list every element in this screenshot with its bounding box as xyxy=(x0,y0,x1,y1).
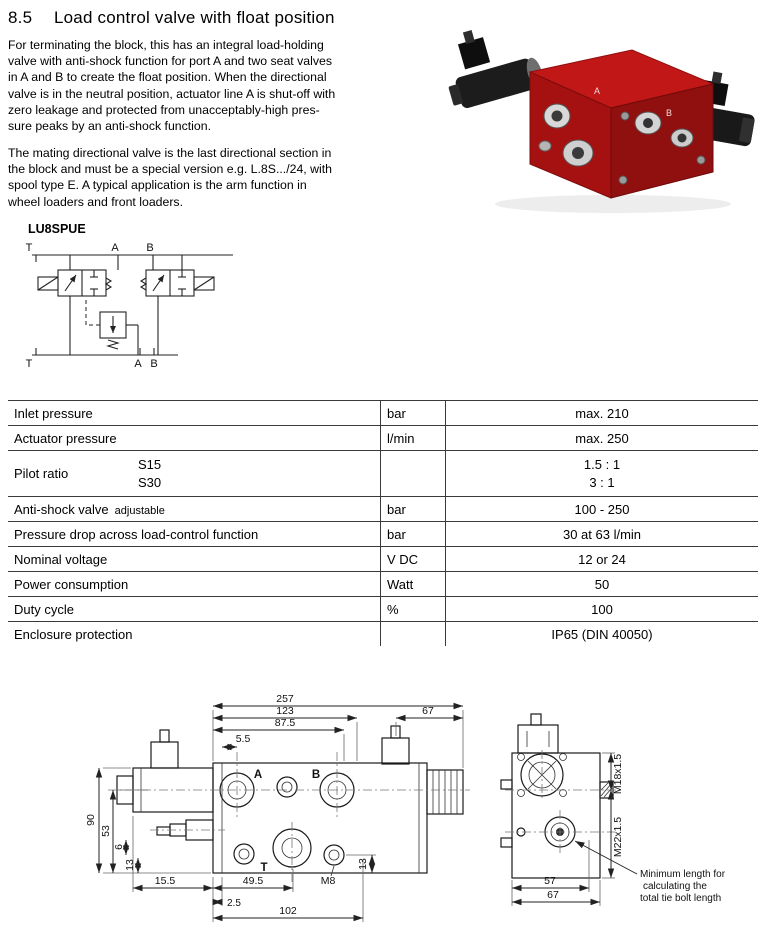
front-view-centerlines xyxy=(108,752,470,882)
spec-row-inlet-pressure: Inlet pressure bar max. 210 xyxy=(8,400,758,426)
side-view-detail xyxy=(517,731,613,842)
spec-value-s30: 3 : 1 xyxy=(589,475,615,490)
spec-row-actuator-pressure: Actuator pressure l/min max. 250 xyxy=(8,425,758,451)
spec-name: Pilot ratio S15 S30 xyxy=(8,450,381,497)
note-line-1: Minimum length for xyxy=(640,869,726,880)
side-view-dimensions xyxy=(511,752,638,906)
schematic-label-b-top: B xyxy=(146,242,153,254)
dim-123: 123 xyxy=(276,705,294,717)
dim-87-5: 87.5 xyxy=(275,717,296,729)
spec-row-nominal-voltage: Nominal voltage V DC 12 or 24 xyxy=(8,546,758,572)
port-label-t: T xyxy=(260,862,267,874)
spec-unit: V DC xyxy=(380,546,446,572)
spec-value: max. 210 xyxy=(445,400,758,426)
photo-shadow xyxy=(495,195,731,213)
dim-15-5: 15.5 xyxy=(155,875,176,887)
spec-unit: Watt xyxy=(380,571,446,597)
dim-90: 90 xyxy=(85,814,97,826)
front-view-body xyxy=(116,725,464,874)
spec-value: IP65 (DIN 40050) xyxy=(445,621,758,646)
spec-row-pilot-ratio: Pilot ratio S15 S30 1.5 : 1 3 : 1 xyxy=(8,450,758,497)
spec-value: 1.5 : 1 3 : 1 xyxy=(445,450,758,497)
schematic-lines xyxy=(32,254,233,356)
model-code: LU8SPUE xyxy=(28,222,86,236)
spec-unit: bar xyxy=(380,496,446,522)
spec-row-duty-cycle: Duty cycle % 100 xyxy=(8,596,758,622)
schematic-pilot-lines xyxy=(85,300,100,326)
page-title: Load control valve with float position xyxy=(54,8,335,27)
port-label-a: A xyxy=(254,769,262,781)
hydraulic-schematic: T A B T A B xyxy=(26,242,233,368)
spec-row-power-consumption: Power consumption Watt 50 xyxy=(8,571,758,597)
spec-value: 12 or 24 xyxy=(445,546,758,572)
schematic-label-t-bottom: T xyxy=(26,358,33,368)
spec-name: Power consumption xyxy=(8,571,381,597)
spec-unit xyxy=(380,450,446,497)
note-line-3: total tie bolt length xyxy=(640,893,721,904)
dim-5-5: 5.5 xyxy=(236,733,251,745)
spec-unit: bar xyxy=(380,521,446,547)
spec-row-enclosure-protection: Enclosure protection IP65 (DIN 40050) xyxy=(8,621,758,646)
dim-13-right: 13 xyxy=(357,858,369,870)
dim-257: 257 xyxy=(276,693,294,705)
dim-49-5: 49.5 xyxy=(243,875,264,887)
spec-sub-s15: S15 xyxy=(138,457,162,472)
photo-port-b-label: B xyxy=(666,108,672,118)
dim-102: 102 xyxy=(279,905,297,917)
product-photo: A B xyxy=(448,30,755,213)
spec-name: Nominal voltage xyxy=(8,546,381,572)
section-heading: 8.5 Load control valve with float positio… xyxy=(8,8,335,28)
spec-name: Pressure drop across load-control functi… xyxy=(8,521,381,547)
spec-unit: % xyxy=(380,596,446,622)
spec-row-pressure-drop: Pressure drop across load-control functi… xyxy=(8,521,758,547)
spec-name: Anti-shock valve adjustable xyxy=(8,496,381,522)
dim-2-5: 2.5 xyxy=(227,898,241,909)
spec-name: Enclosure protection xyxy=(8,621,381,646)
spec-name-text: Anti-shock valve xyxy=(14,501,109,517)
schematic-label-a-top: A xyxy=(111,242,119,254)
front-view-dimensions xyxy=(95,702,464,922)
note-line-2: calculating the xyxy=(643,881,707,892)
spec-name: Duty cycle xyxy=(8,596,381,622)
dimension-drawing: 257 123 87.5 67 5.5 90 53 6 13 15.5 49.5… xyxy=(85,693,726,922)
spec-name-text: Pilot ratio xyxy=(14,466,69,481)
spec-table: Inlet pressure bar max. 210 Actuator pre… xyxy=(8,400,758,646)
spec-name: Inlet pressure xyxy=(8,400,381,426)
port-label-b: B xyxy=(312,769,320,781)
spec-value: 100 xyxy=(445,596,758,622)
dim-m22: M22x1.5 xyxy=(612,817,624,857)
dim-53: 53 xyxy=(100,825,112,837)
schematic-label-b-bottom: B xyxy=(150,358,157,368)
dim-67-top: 67 xyxy=(422,705,434,717)
schematic-label-t-top: T xyxy=(26,242,33,254)
photo-valve-block xyxy=(528,49,715,199)
dim-57: 57 xyxy=(544,875,556,887)
dim-67-side: 67 xyxy=(547,889,559,901)
intro-paragraph-2: The mating directional valve is the last… xyxy=(8,146,333,209)
spec-value: 30 at 63 l/min xyxy=(445,521,758,547)
spec-unit: bar xyxy=(380,400,446,426)
spec-row-anti-shock: Anti-shock valve adjustable bar 100 - 250 xyxy=(8,496,758,522)
intro-paragraph-1: For terminating the block, this has an i… xyxy=(8,38,336,134)
spec-unit: l/min xyxy=(380,425,446,451)
spec-sub-s30: S30 xyxy=(138,475,162,490)
spec-name-note: adjustable xyxy=(114,504,165,517)
spec-value: 100 - 250 xyxy=(445,496,758,522)
spec-name: Actuator pressure xyxy=(8,425,381,451)
dim-6: 6 xyxy=(113,844,125,850)
dim-13-left: 13 xyxy=(124,859,136,871)
spec-value-s15: 1.5 : 1 xyxy=(583,457,621,472)
schematic-label-a-bottom: A xyxy=(134,358,142,368)
section-number: 8.5 xyxy=(8,8,33,27)
spec-unit xyxy=(380,621,446,646)
dim-m8: M8 xyxy=(321,875,336,887)
spec-value: 50 xyxy=(445,571,758,597)
side-view-centerlines xyxy=(505,750,622,856)
side-view-body xyxy=(500,713,614,879)
spec-value: max. 250 xyxy=(445,425,758,451)
dim-m18: M18x1.5 xyxy=(612,754,624,794)
photo-port-a-label: A xyxy=(594,86,600,96)
